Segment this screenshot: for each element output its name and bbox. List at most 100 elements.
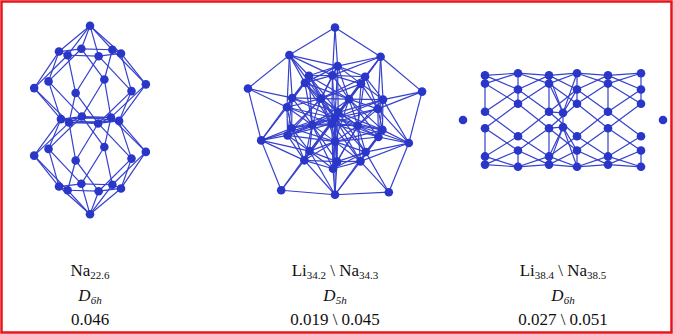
atom-sphere — [573, 85, 582, 94]
bond-line — [292, 99, 321, 129]
bond-line — [409, 92, 422, 143]
atom-sphere — [481, 124, 490, 133]
atom-sphere — [481, 71, 490, 80]
atom-sphere — [142, 80, 151, 89]
atom-sphere — [77, 180, 86, 189]
atom-sphere — [559, 109, 568, 118]
bond-line — [383, 92, 422, 100]
atom-sphere — [55, 182, 64, 191]
bond-line — [349, 99, 382, 130]
bond-line — [121, 152, 146, 189]
bond-line — [292, 97, 321, 99]
bond-line — [90, 185, 112, 215]
atom-sphere — [379, 95, 388, 104]
atom-sphere — [57, 115, 66, 124]
atom-sphere — [142, 148, 151, 157]
bond-line — [68, 55, 99, 57]
atom-sphere — [115, 117, 124, 126]
atom-sphere — [305, 147, 314, 156]
bond-line — [248, 88, 261, 140]
atom-sphere — [244, 84, 253, 93]
atom-sphere — [257, 136, 266, 145]
bond-line — [485, 112, 518, 136]
point-group: D5h — [323, 287, 346, 306]
atom-sphere — [573, 99, 582, 108]
bond-line — [518, 136, 549, 156]
atom-sphere — [285, 51, 294, 60]
atom-cluster — [459, 69, 668, 171]
bond-line — [82, 80, 104, 117]
atom-sphere — [376, 52, 385, 61]
bond-line — [549, 90, 577, 112]
value-pair: 0.046 — [71, 311, 109, 330]
atom-sphere — [604, 79, 613, 88]
bond-line — [335, 27, 381, 56]
atom-sphere — [331, 190, 340, 199]
atom-sphere — [78, 112, 87, 121]
atom-sphere — [514, 85, 523, 94]
atom-sphere — [604, 107, 613, 116]
atom-sphere — [545, 79, 554, 88]
bond-line — [485, 90, 518, 112]
atom-sphere — [331, 137, 340, 146]
atom-sphere — [353, 121, 362, 130]
bond-line — [292, 128, 310, 151]
bond-line — [34, 55, 67, 88]
atom-sphere — [637, 132, 646, 141]
bond-line — [81, 48, 112, 50]
atom-sphere — [637, 69, 646, 78]
bond-line — [608, 112, 641, 136]
bond-line — [112, 50, 145, 85]
bond-line — [248, 88, 292, 97]
atom-sphere — [545, 152, 554, 161]
atom-sphere — [374, 105, 383, 114]
bond-line — [310, 151, 335, 195]
bond-line — [111, 84, 146, 117]
bond-line — [335, 130, 382, 142]
atom-sphere — [77, 45, 86, 54]
bond-line — [335, 27, 338, 66]
atom-sphere — [573, 162, 582, 171]
atom-sphere — [559, 123, 568, 132]
bond-line — [309, 76, 312, 125]
bond-line — [34, 88, 69, 122]
bond-line — [365, 77, 378, 109]
bond-line — [332, 75, 365, 76]
bond-line — [289, 27, 335, 55]
atom-sphere — [361, 72, 370, 81]
bond-line — [577, 90, 608, 112]
bond-line — [99, 56, 132, 91]
atom-sphere — [514, 69, 523, 78]
atom-sphere — [356, 157, 365, 166]
atom-sphere — [333, 157, 342, 166]
atom-sphere — [459, 116, 468, 125]
cluster-formula: Na22.6 — [70, 262, 109, 281]
atom-sphere — [44, 145, 53, 154]
atom-sphere — [378, 126, 387, 135]
bond-line — [304, 160, 337, 161]
atom-sphere — [545, 107, 554, 116]
atom-sphere — [287, 124, 296, 133]
atom-sphere — [117, 49, 126, 58]
bond-line — [119, 84, 146, 121]
atom-sphere — [127, 154, 136, 163]
bond-line — [518, 75, 549, 89]
atom-sphere — [63, 186, 72, 195]
bond-line — [68, 190, 90, 214]
bond-line — [549, 136, 577, 156]
atom-sphere — [300, 156, 309, 165]
atom-sphere — [100, 143, 109, 152]
bond-line — [382, 130, 408, 143]
bond-line — [99, 159, 132, 192]
bond-line — [577, 75, 608, 89]
bond-line — [34, 119, 61, 156]
bond-line — [381, 57, 383, 100]
bond-line — [577, 136, 608, 156]
bond-line — [349, 99, 378, 137]
atom-sphere — [604, 124, 613, 133]
bond-line — [608, 156, 641, 166]
atom-sphere — [604, 152, 613, 161]
bond-line — [291, 98, 293, 128]
